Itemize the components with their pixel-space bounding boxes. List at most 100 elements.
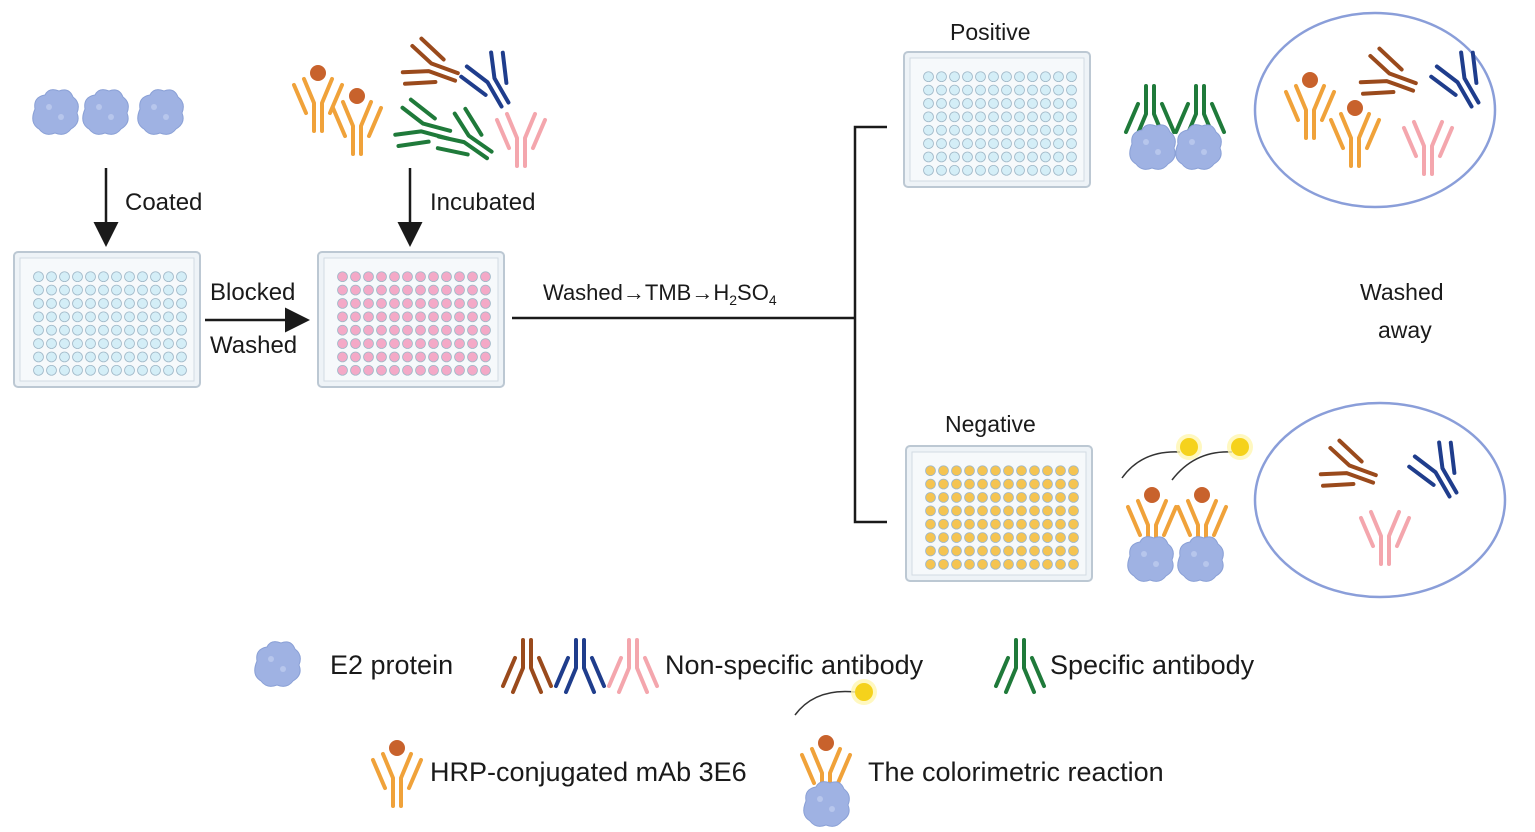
plate-well bbox=[1055, 492, 1066, 503]
plate-well bbox=[59, 338, 70, 349]
plate-well bbox=[111, 324, 122, 336]
plate-well bbox=[938, 505, 949, 517]
plate-well bbox=[1042, 505, 1053, 517]
plate-well bbox=[1027, 164, 1038, 176]
plate-well bbox=[363, 351, 374, 363]
plate-well bbox=[124, 351, 135, 363]
plate-well bbox=[415, 364, 426, 376]
plate-well bbox=[1027, 124, 1038, 136]
e2-protein-icon bbox=[803, 781, 850, 827]
plate-well bbox=[988, 71, 999, 83]
plate-well bbox=[936, 84, 947, 96]
plate-well bbox=[46, 324, 57, 336]
plate-well bbox=[1027, 151, 1038, 163]
plate-well bbox=[1055, 465, 1066, 477]
plate-well bbox=[988, 151, 999, 163]
plate-well bbox=[1027, 71, 1038, 83]
plate-well bbox=[428, 364, 439, 376]
plate-well bbox=[1055, 518, 1066, 530]
plate-well bbox=[1068, 532, 1079, 543]
plate-well bbox=[1016, 545, 1027, 557]
plate-well bbox=[1055, 545, 1066, 557]
plate-well bbox=[977, 492, 988, 503]
plate-well bbox=[415, 271, 426, 283]
plate-well bbox=[363, 364, 374, 376]
plate-well bbox=[1003, 532, 1014, 543]
plate-well bbox=[441, 311, 452, 323]
plate-well bbox=[441, 298, 452, 309]
plate-well bbox=[454, 311, 465, 323]
plate-well bbox=[441, 284, 452, 296]
plate-well bbox=[1029, 505, 1040, 517]
plate-well bbox=[363, 324, 374, 336]
plate-well bbox=[150, 324, 161, 336]
plate-well bbox=[350, 338, 361, 349]
washed-tmb-label: Washed→TMB→H2SO4 bbox=[543, 280, 777, 308]
plate-well bbox=[1001, 151, 1012, 163]
plate-well bbox=[428, 324, 439, 336]
plate-well bbox=[137, 351, 148, 363]
plate-well bbox=[124, 311, 135, 323]
legend-e2-protein: E2 protein bbox=[330, 650, 453, 680]
plate-well bbox=[938, 478, 949, 490]
plate-well bbox=[990, 532, 1001, 543]
plate-well bbox=[111, 271, 122, 283]
plate-well bbox=[1053, 164, 1064, 176]
plate-well bbox=[923, 151, 934, 163]
plate-well bbox=[376, 271, 387, 283]
plate-well bbox=[962, 124, 973, 136]
plate-well bbox=[923, 84, 934, 96]
plate-well bbox=[46, 364, 57, 376]
hrp-antibody-bound bbox=[1121, 434, 1253, 582]
plate-well bbox=[923, 138, 934, 149]
plate-well bbox=[1040, 98, 1051, 109]
plate-well bbox=[1003, 465, 1014, 477]
plate-well bbox=[163, 351, 174, 363]
plate-well bbox=[964, 505, 975, 517]
plate-well bbox=[1040, 71, 1051, 83]
plate-well bbox=[402, 284, 413, 296]
plate-well bbox=[480, 338, 491, 349]
plate-well bbox=[98, 311, 109, 323]
plate-well bbox=[1040, 138, 1051, 149]
plate-well bbox=[925, 492, 936, 503]
plate-well bbox=[454, 351, 465, 363]
plate-well bbox=[923, 124, 934, 136]
plate-well bbox=[150, 271, 161, 283]
e2-protein-icon bbox=[1127, 536, 1174, 582]
plate-well bbox=[936, 138, 947, 149]
washed-away-label-1: Washed bbox=[1360, 279, 1444, 305]
plate-well bbox=[72, 311, 83, 323]
plate-well bbox=[938, 558, 949, 570]
plate-well bbox=[1003, 558, 1014, 570]
washed-label: Washed bbox=[210, 332, 297, 359]
plate-well bbox=[376, 364, 387, 376]
plate-well bbox=[977, 478, 988, 490]
plate-well bbox=[111, 311, 122, 323]
plate-well bbox=[402, 298, 413, 309]
plate-well bbox=[85, 271, 96, 283]
plate-well bbox=[975, 124, 986, 136]
well-plate-positive bbox=[903, 51, 1091, 188]
plate-well bbox=[962, 138, 973, 149]
plate-well bbox=[46, 284, 57, 296]
plate-well bbox=[350, 284, 361, 296]
plate-well bbox=[428, 271, 439, 283]
plate-well bbox=[1053, 84, 1064, 96]
plate-well bbox=[1003, 478, 1014, 490]
plate-well bbox=[150, 351, 161, 363]
plate-well bbox=[98, 364, 109, 376]
plate-well bbox=[85, 351, 96, 363]
plate-well bbox=[951, 545, 962, 557]
plate-well bbox=[951, 532, 962, 543]
plate-well bbox=[124, 364, 135, 376]
plate-well bbox=[1042, 478, 1053, 490]
plate-well bbox=[1014, 71, 1025, 83]
plate-well bbox=[977, 465, 988, 477]
plate-well bbox=[1029, 465, 1040, 477]
plate-well bbox=[389, 311, 400, 323]
plate-well bbox=[962, 151, 973, 163]
plate-well bbox=[1014, 138, 1025, 149]
plate-well bbox=[337, 364, 348, 376]
e2-protein-icon bbox=[1175, 124, 1222, 170]
